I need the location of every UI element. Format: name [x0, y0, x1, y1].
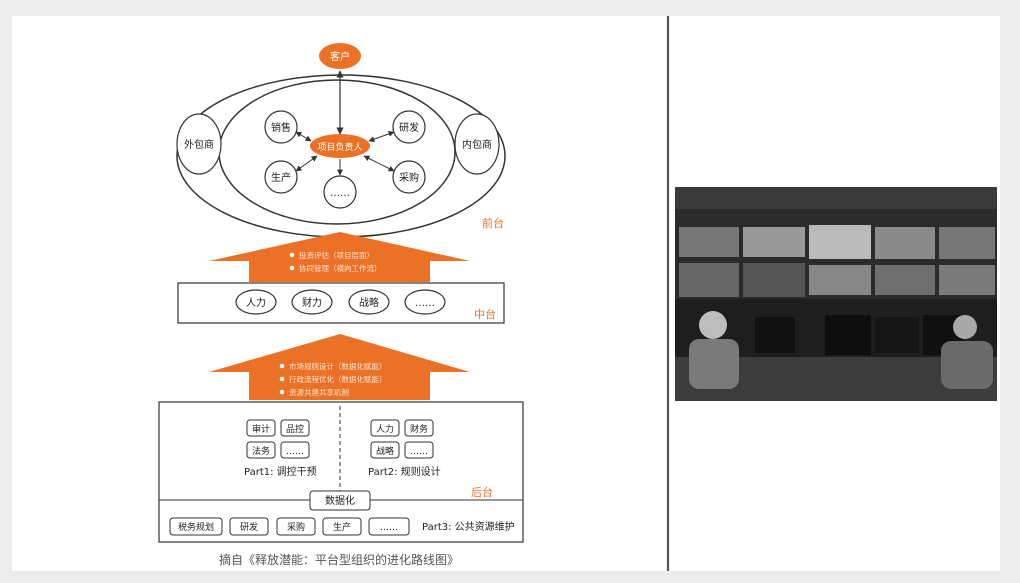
part3-label: Part3: 公共资源维护	[422, 520, 515, 533]
back-stage-label: 后台	[471, 485, 493, 499]
customer-label: 客户	[330, 50, 350, 63]
svg-text:审计: 审计	[252, 423, 270, 435]
svg-text:财务: 财务	[410, 423, 428, 435]
outsource-left-label: 外包商	[184, 138, 214, 151]
svg-text:战略: 战略	[376, 445, 394, 457]
arrow2-bullet-2: 行政流程优化（数据化赋能）	[289, 374, 387, 384]
svg-text:采购: 采购	[287, 521, 305, 533]
part3-item-more: ……	[368, 517, 410, 536]
svg-text:研发: 研发	[399, 121, 419, 134]
part2-item-strategy: 战略	[370, 441, 400, 459]
mid-item-more: ……	[404, 289, 446, 315]
svg-text:……: ……	[415, 298, 435, 309]
part3-item-purchase: 采购	[276, 517, 316, 536]
mid-item-finance: 财力	[291, 289, 333, 315]
control-room-photo	[675, 187, 997, 401]
front-stage-label: 前台	[482, 216, 504, 230]
svg-text:生产: 生产	[271, 171, 291, 184]
mid-stage-label: 中台	[474, 307, 496, 321]
part2-item-finance: 财务	[404, 419, 434, 437]
project-lead-node	[310, 134, 370, 158]
outsource-right-label: 内包商	[462, 138, 492, 151]
svg-text:人力: 人力	[246, 296, 266, 309]
mid-stage-box	[177, 282, 505, 324]
svg-text:……: ……	[380, 523, 398, 533]
node-production: 生产	[264, 160, 298, 194]
mid-item-strategy: 战略	[348, 289, 390, 315]
part1-item-qc: 品控	[280, 419, 310, 437]
photo-panel	[670, 16, 1000, 571]
part1-label: Part1: 调控干预	[244, 465, 317, 478]
part1-item-more: ……	[280, 441, 310, 459]
project-lead-label: 项目负责人	[317, 141, 362, 153]
diagram-panel: 外包商 内包商 客户 项目负责人 销售 研发 生产 采购 ……	[12, 16, 666, 571]
part2-item-hr: 人力	[370, 419, 400, 437]
svg-text:研发: 研发	[240, 521, 258, 533]
part3-item-rnd: 研发	[229, 517, 269, 536]
node-sales: 销售	[264, 110, 298, 144]
upward-arrow-2	[209, 334, 470, 400]
svg-text:数据化: 数据化	[325, 494, 355, 507]
part1-item-legal: 法务	[246, 441, 276, 459]
svg-text:生产: 生产	[333, 521, 351, 533]
svg-text:品控: 品控	[286, 423, 304, 435]
arrow1-bullet-1: 投资评估（项目层面）	[299, 250, 374, 260]
svg-text:销售: 销售	[271, 121, 291, 134]
platform-organization-diagram: 外包商 内包商 客户 项目负责人 销售 研发 生产 采购 ……	[158, 43, 524, 543]
outsource-left-node	[176, 113, 222, 175]
customer-node	[319, 43, 361, 69]
svg-text:财力: 财力	[302, 296, 322, 309]
svg-text:……: ……	[330, 188, 350, 199]
vertical-divider	[667, 16, 669, 571]
svg-text:战略: 战略	[359, 296, 379, 309]
arrow2-bullet-3: 资源共建共享机制	[289, 387, 349, 397]
svg-text:法务: 法务	[252, 445, 270, 457]
part3-item-production: 生产	[322, 517, 362, 536]
upward-arrow-1	[209, 232, 470, 282]
arrow2-bullet-1: 市场规则设计（数据化赋能）	[289, 361, 387, 371]
mid-item-hr: 人力	[235, 289, 277, 315]
svg-text:……: ……	[286, 447, 304, 457]
node-purchase: 采购	[392, 160, 426, 194]
svg-text:……: ……	[410, 447, 428, 457]
arrow1-bullet-2: 协同管理（横向工作流）	[299, 263, 382, 273]
outsource-right-node	[454, 113, 500, 175]
svg-text:人力: 人力	[376, 423, 394, 435]
part3-item-tax: 税务规划	[169, 517, 223, 536]
data-box: 数据化	[309, 490, 371, 511]
node-rnd: 研发	[392, 110, 426, 144]
part2-item-more: ……	[404, 441, 434, 459]
diagram-caption: 摘自《释放潜能：平台型组织的进化路线图》	[218, 553, 459, 567]
svg-text:采购: 采购	[399, 171, 419, 184]
svg-text:税务规划: 税务规划	[178, 521, 214, 533]
node-more: ……	[323, 175, 357, 209]
part1-item-audit: 审计	[246, 419, 276, 437]
part2-label: Part2: 规则设计	[368, 465, 441, 478]
